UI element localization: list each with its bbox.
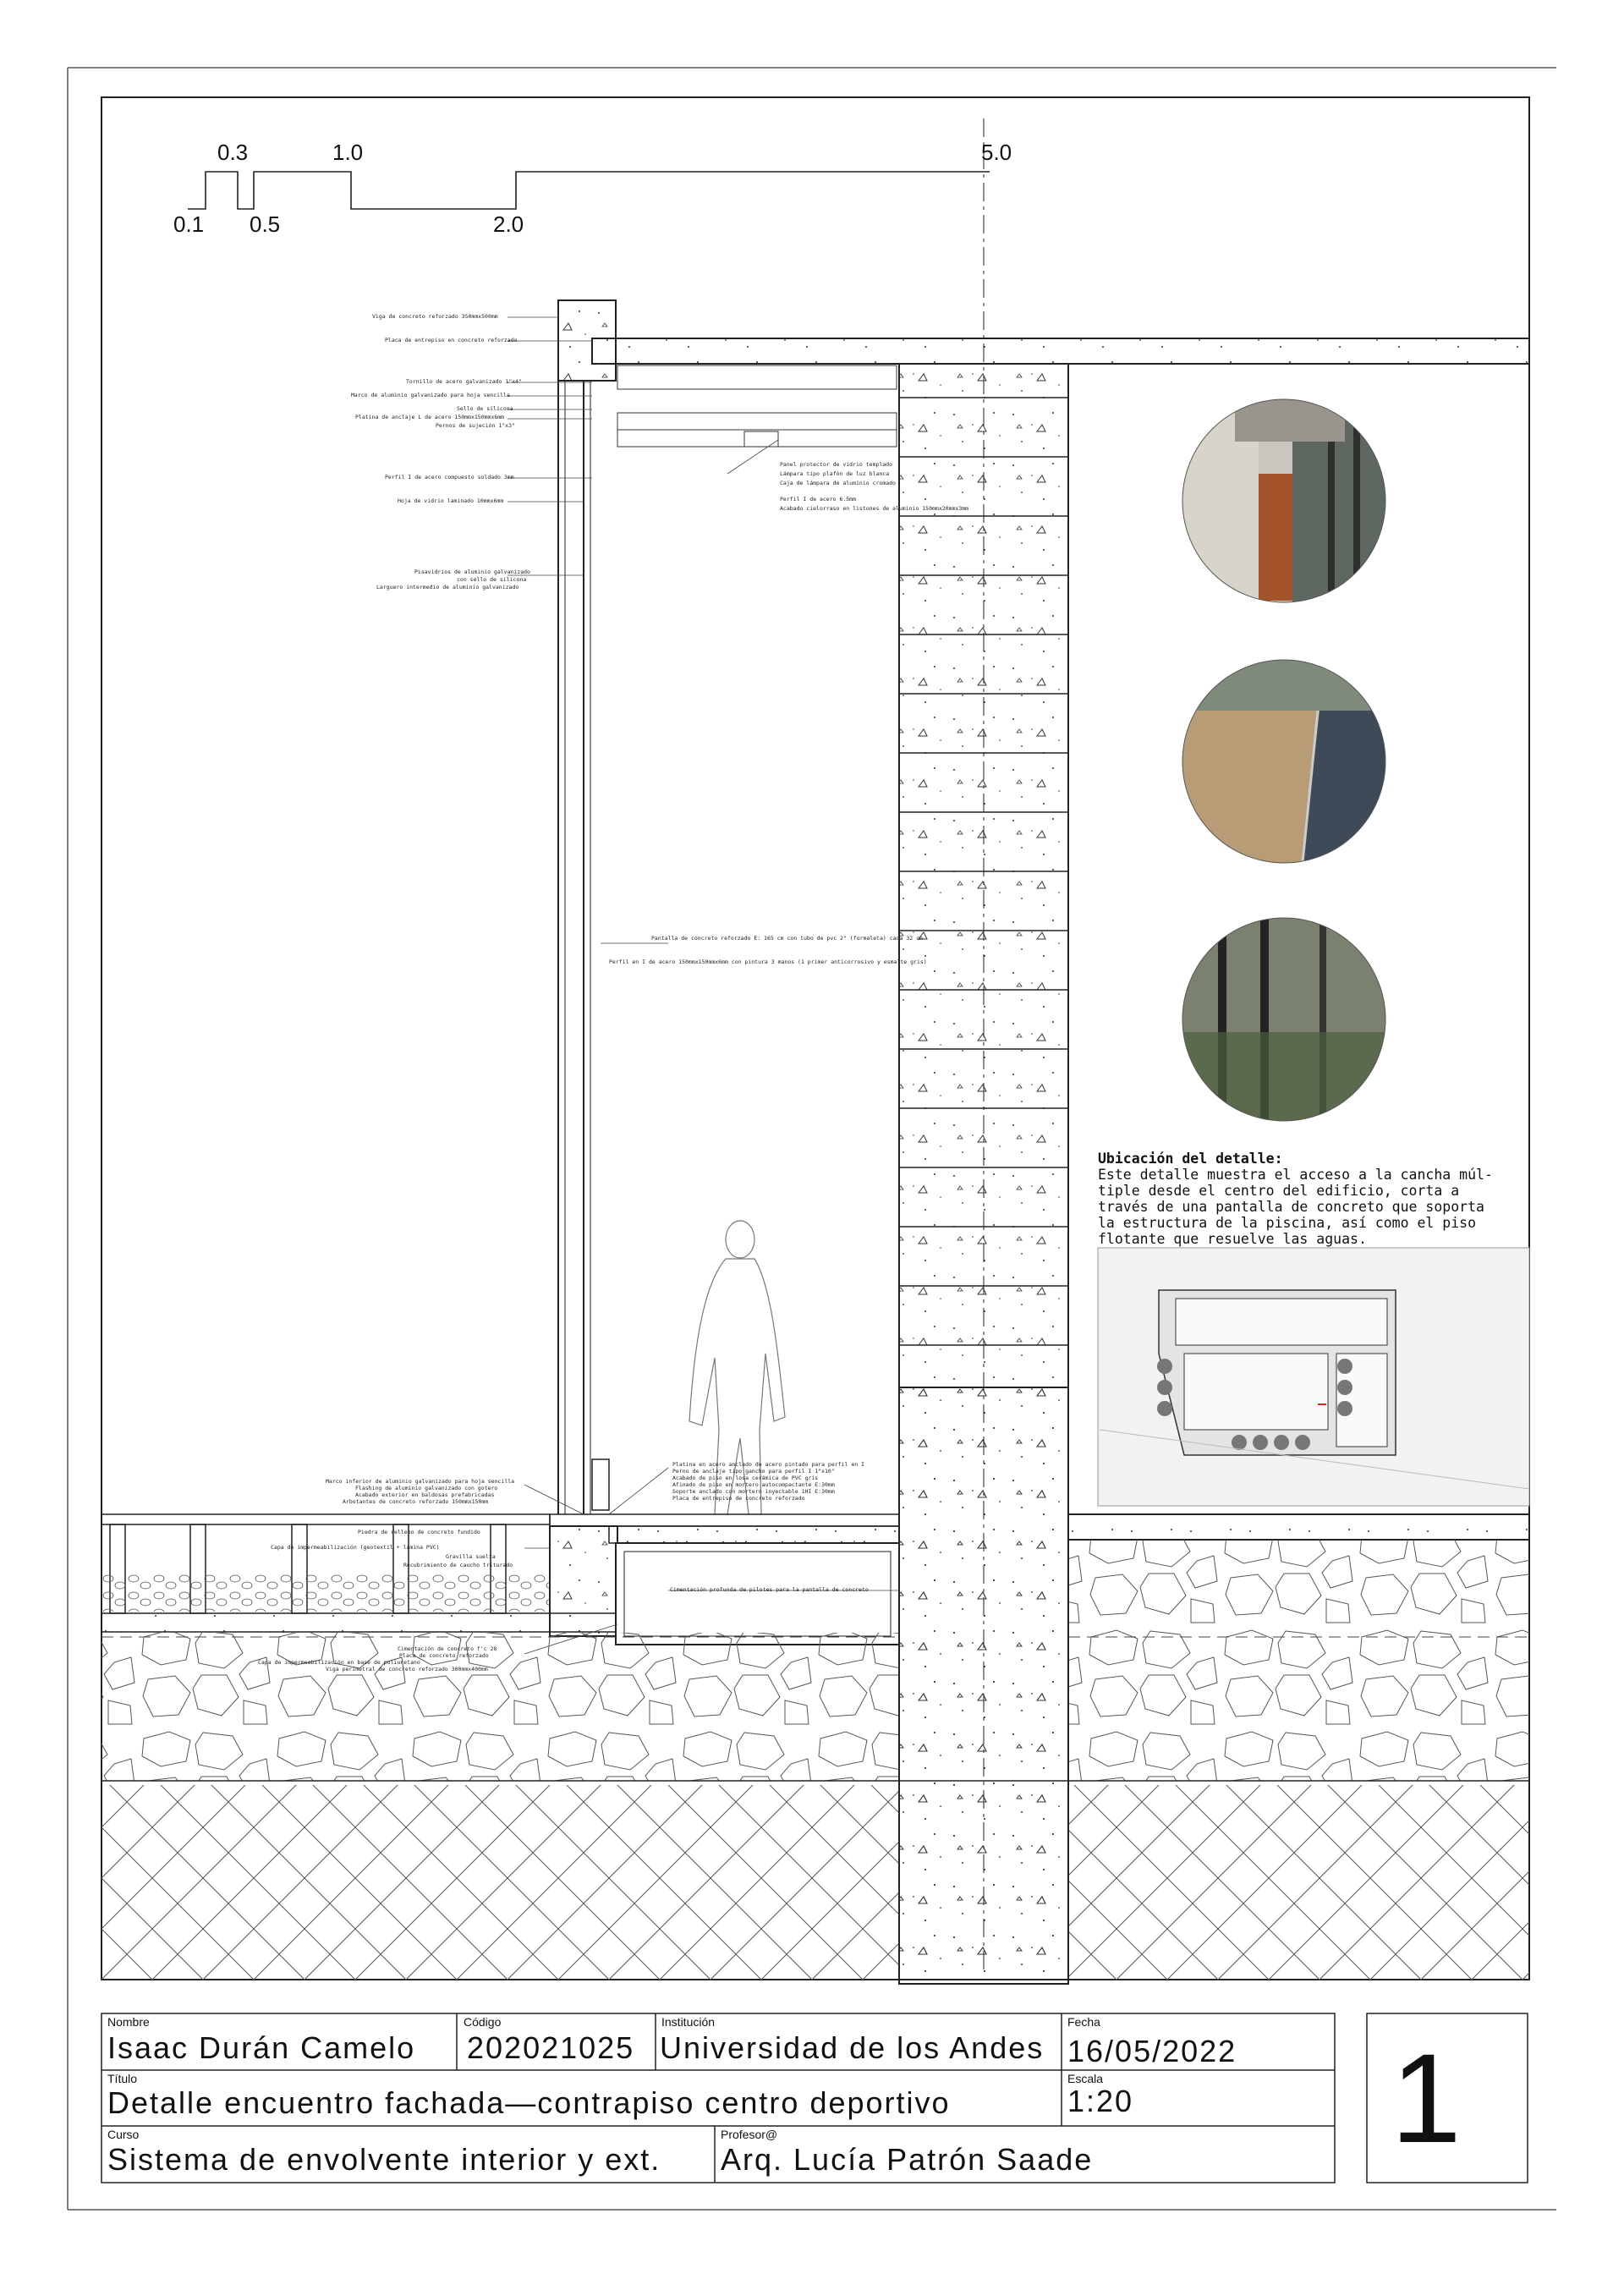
annotation: Soporte anclado con mortero inyectable 1…	[672, 1488, 835, 1495]
annotation: Panel protector de vidrio templado	[780, 461, 893, 468]
annotation: Marco inferior de aluminio galvanizado p…	[326, 1478, 515, 1485]
annotation: Capa de impermeabilización en base de po…	[258, 1659, 420, 1666]
detail-description-heading: Ubicación del detalle:	[1098, 1151, 1283, 1167]
scale-label-0-1: 0.1	[173, 211, 205, 237]
annotation: Cimentación de concreto f'c 28	[398, 1645, 497, 1652]
annotation: Acabado cielorraso en listones de alumin…	[780, 505, 969, 512]
foundation	[615, 1540, 1529, 1645]
annotation: Hoja de vidrio laminado 10mmx6mm	[398, 497, 504, 504]
annotation: Perno de anclaje tipo gancho para perfil…	[672, 1468, 835, 1475]
annotation: Afinado de piso en mortero autocompactan…	[672, 1481, 835, 1488]
annotation: Acabado de piso en losa cerámica de PVC …	[672, 1475, 819, 1481]
annotation: Acabado exterior en baldosas prefabricad…	[355, 1491, 495, 1498]
annotation: Larguero intermedio de aluminio galvaniz…	[376, 584, 519, 590]
annotation: Pisavidrios de aluminio galvanizado	[414, 568, 530, 575]
scale-label-1-0: 1.0	[332, 140, 364, 165]
annotation: Platina en acero anclado de acero pintad…	[672, 1461, 864, 1468]
annotation: Viga perimetral de concreto reforzado 30…	[326, 1666, 488, 1673]
title-block	[101, 2013, 1528, 2183]
natural-ground	[102, 1785, 899, 1980]
scale-label-0-3: 0.3	[217, 140, 249, 165]
annotation: Cimentación profunda de pilotes para la …	[670, 1586, 869, 1593]
annotation: Sello de silicona	[457, 405, 513, 412]
profesor-value: Arq. Lucía Patrón Saade	[721, 2142, 1094, 2177]
annotation: Perfil I de acero 6.5mm	[780, 496, 857, 503]
annotation: Platina de anclaje L de acero 150mmx150m…	[355, 414, 505, 420]
scale-label-5-0: 5.0	[981, 140, 1012, 165]
annotation: Marco de aluminio galvanizado para hoja …	[351, 392, 510, 398]
annotation: Placa de entrepiso de concreto reforzado	[672, 1495, 805, 1502]
location-plan	[1097, 1247, 1530, 1507]
detail-description-line: través de una pantalla de concreto que s…	[1098, 1199, 1484, 1215]
annotation: Arbotantes de concreto reforzado 150mmx1…	[343, 1498, 489, 1505]
profesor-label: Profesor@	[721, 2128, 778, 2141]
annotation: Piedra de relleno de concreto fundido	[358, 1529, 480, 1535]
graphic-scale-bar	[188, 171, 990, 210]
annotation: Recubrimiento de caucho triturado	[403, 1562, 513, 1568]
annotation: Gravilla suelta	[446, 1553, 496, 1560]
annotation-leaders	[508, 316, 899, 1655]
annotation: con sello de silicona	[457, 576, 527, 583]
photo-3	[1182, 918, 1385, 1121]
detail-description-line: flotante que resuelve las aguas.	[1098, 1231, 1367, 1247]
detail-description-line: tiple desde el centro del edificio, cort…	[1098, 1183, 1460, 1199]
sheet-number: 1	[1391, 2026, 1462, 2169]
curso-value: Sistema de envolvente interior y ext.	[107, 2142, 661, 2177]
scale-label-0-5: 0.5	[250, 211, 281, 237]
codigo-value: 202021025	[467, 2030, 635, 2065]
annotation: Caja de lámpara de aluminio cromado	[780, 480, 896, 486]
codigo-label: Código	[464, 2015, 502, 2029]
fecha-value: 16/05/2022	[1067, 2034, 1237, 2068]
glass-facade	[557, 381, 610, 1514]
nombre-label: Nombre	[107, 2015, 150, 2029]
annotation: Flashing de aluminio galvanizado con got…	[355, 1485, 498, 1491]
photo-2	[1182, 660, 1385, 863]
photo-1	[1182, 399, 1385, 602]
nombre-value: Isaac Durán Camelo	[107, 2030, 416, 2065]
curso-label: Curso	[107, 2128, 140, 2141]
titulo-label: Título	[107, 2072, 138, 2085]
annotation: Placa de concreto reforzado	[399, 1652, 489, 1659]
escala-label: Escala	[1067, 2072, 1104, 2085]
institucion-label: Institución	[661, 2015, 716, 2029]
annotation: Lámpara tipo plafón de luz blanca	[780, 470, 890, 477]
annotation: Placa de entrepiso en concreto reforzado	[385, 337, 518, 343]
sheet-border-outer	[67, 67, 1556, 2211]
escala-value: 1:20	[1067, 2084, 1134, 2118]
titulo-value: Detalle encuentro fachada—contrapiso cen…	[107, 2085, 951, 2120]
natural-ground-right	[1068, 1785, 1529, 1980]
scale-label-2-0: 2.0	[493, 211, 524, 237]
annotation: Perfil I de acero compuesto soldado 3mm	[385, 474, 514, 481]
annotation: Pernos de sujeción 1"x3"	[436, 422, 515, 429]
human-figure	[689, 1220, 786, 1515]
ceiling-assembly	[617, 365, 897, 448]
annotation: Pantalla de concreto reforzado E: 165 cm…	[651, 935, 923, 942]
stone-fill-right	[1068, 1641, 1529, 1781]
exterior-paving	[101, 1513, 618, 1633]
detail-description: Ubicación del detalle: Este detalle mues…	[1098, 1151, 1529, 1247]
annotation: Perfil en I de acero 150mmx150mmx6mm con…	[609, 958, 927, 965]
annotation: Capa de impermeabilización (geotextil + …	[271, 1544, 440, 1551]
annotation: Tornillo de acero galvanizado 1"x4"	[406, 378, 522, 385]
detail-description-line: Este detalle muestra el acceso a la canc…	[1098, 1167, 1493, 1183]
fecha-label: Fecha	[1067, 2015, 1100, 2029]
upper-floor-slab	[557, 299, 1530, 382]
institucion-value: Universidad de los Andes	[660, 2030, 1045, 2065]
annotation: Viga de concreto reforzado 350mmx500mm	[372, 313, 498, 320]
detail-description-line: la estructura de la piscina, así como el…	[1098, 1215, 1477, 1231]
stone-fill	[102, 1633, 899, 1781]
